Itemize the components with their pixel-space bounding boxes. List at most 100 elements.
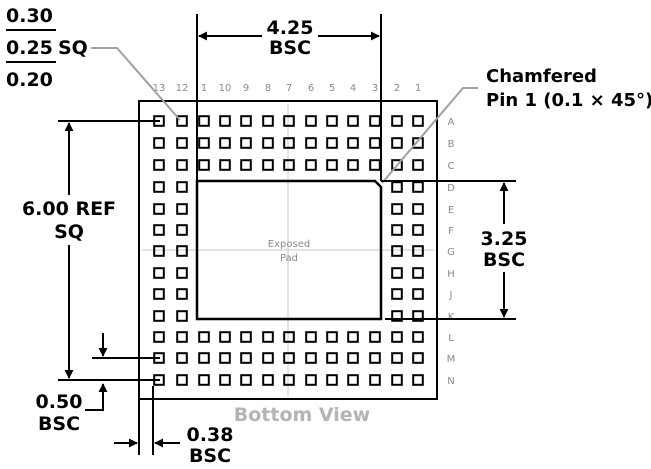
pad-C-2 [176, 159, 188, 171]
pad-E-13 [412, 203, 424, 215]
pad-L-11 [369, 331, 381, 343]
pad-N-11 [369, 374, 381, 386]
pad-A-9 [326, 115, 338, 127]
pad-N-2 [176, 374, 188, 386]
edge-value: 0.38 [187, 424, 234, 446]
row-label: A [448, 117, 455, 128]
pad-C-11 [369, 159, 381, 171]
pad-H-1 [153, 267, 165, 279]
pitch-unit: BSC [38, 413, 80, 435]
pad-A-6 [262, 115, 274, 127]
pad-H-2 [176, 267, 188, 279]
pad-D-1 [153, 181, 165, 193]
pad-M-12 [391, 352, 403, 364]
pad-B-7 [283, 137, 295, 149]
pad-B-4 [219, 137, 231, 149]
pad-J-2 [176, 288, 188, 300]
column-label: 9 [243, 83, 249, 94]
pad-D-13 [412, 181, 424, 193]
row-label: L [448, 333, 454, 344]
row-label: M [447, 354, 456, 365]
pad-C-13 [412, 159, 424, 171]
column-label: 1 [201, 83, 207, 94]
pad-J-12 [391, 288, 403, 300]
pad-F-1 [153, 224, 165, 236]
pad-K-12 [391, 310, 403, 322]
pad-M-6 [262, 352, 274, 364]
pad-N-10 [347, 374, 359, 386]
pad-E-1 [153, 203, 165, 215]
chamfer-leader [381, 87, 478, 184]
column-label: 4 [350, 83, 356, 94]
pad-M-11 [369, 352, 381, 364]
pad-size-min: 0.20 [6, 69, 53, 91]
column-label: 2 [394, 83, 400, 94]
pad-M-4 [219, 352, 231, 364]
pad-size-nom: 0.25 [6, 37, 53, 59]
row-label: D [447, 183, 455, 194]
pad-G-13 [412, 245, 424, 257]
column-label: 3 [372, 83, 378, 94]
pad-C-7 [283, 159, 295, 171]
pad-L-7 [283, 331, 295, 343]
pad-B-11 [369, 137, 381, 149]
pad-L-9 [326, 331, 338, 343]
pad-A-5 [240, 115, 252, 127]
pad-F-2 [176, 224, 188, 236]
left-dimension-value: 6.00 REF [22, 198, 116, 220]
pad-L-12 [391, 331, 403, 343]
pad-A-2 [176, 115, 188, 127]
pad-B-5 [240, 137, 252, 149]
pad-C-5 [240, 159, 252, 171]
exposed-pad-label-line2: Pad [280, 253, 298, 264]
pad-C-9 [326, 159, 338, 171]
pad-A-13 [412, 115, 424, 127]
pad-G-12 [391, 245, 403, 257]
pad-B-12 [391, 137, 403, 149]
pad-N-9 [326, 374, 338, 386]
view-label: Bottom View [234, 404, 371, 426]
pad-size-max: 0.30 [6, 5, 53, 27]
row-label: B [448, 139, 455, 150]
pad-L-1 [153, 331, 165, 343]
pad-L-10 [347, 331, 359, 343]
pad-A-3 [198, 115, 210, 127]
pad-A-7 [283, 115, 295, 127]
pad-L-2 [176, 331, 188, 343]
pad-M-3 [198, 352, 210, 364]
row-label: H [447, 269, 455, 280]
column-label: 7 [286, 83, 292, 94]
pad-M-7 [283, 352, 295, 364]
column-label: 1 [415, 83, 421, 94]
pad-size-suffix: SQ [58, 37, 88, 59]
pad-M-10 [347, 352, 359, 364]
pad-L-3 [198, 331, 210, 343]
pad-J-1 [153, 288, 165, 300]
pad-C-3 [198, 159, 210, 171]
pad-B-6 [262, 137, 274, 149]
pad-B-1 [153, 137, 165, 149]
pad-B-8 [305, 137, 317, 149]
row-label: K [448, 312, 455, 323]
pitch-arrow-up [85, 383, 108, 411]
row-label: N [447, 376, 454, 387]
pad-N-5 [240, 374, 252, 386]
pad-F-13 [412, 224, 424, 236]
top-dimension-unit: BSC [269, 37, 311, 59]
exposed-pad-label-line1: Exposed [268, 239, 310, 250]
edge-unit: BSC [189, 445, 231, 467]
pad-A-8 [305, 115, 317, 127]
column-label: 5 [329, 83, 335, 94]
pad-A-11 [369, 115, 381, 127]
right-dimension-value: 3.25 [481, 228, 528, 250]
pad-grid [153, 115, 424, 386]
exposed-pad [195, 179, 383, 321]
pad-H-12 [391, 267, 403, 279]
pad-L-8 [305, 331, 317, 343]
pad-K-1 [153, 310, 165, 322]
pad-B-3 [198, 137, 210, 149]
row-label: J [449, 290, 453, 301]
pad-B-13 [412, 137, 424, 149]
